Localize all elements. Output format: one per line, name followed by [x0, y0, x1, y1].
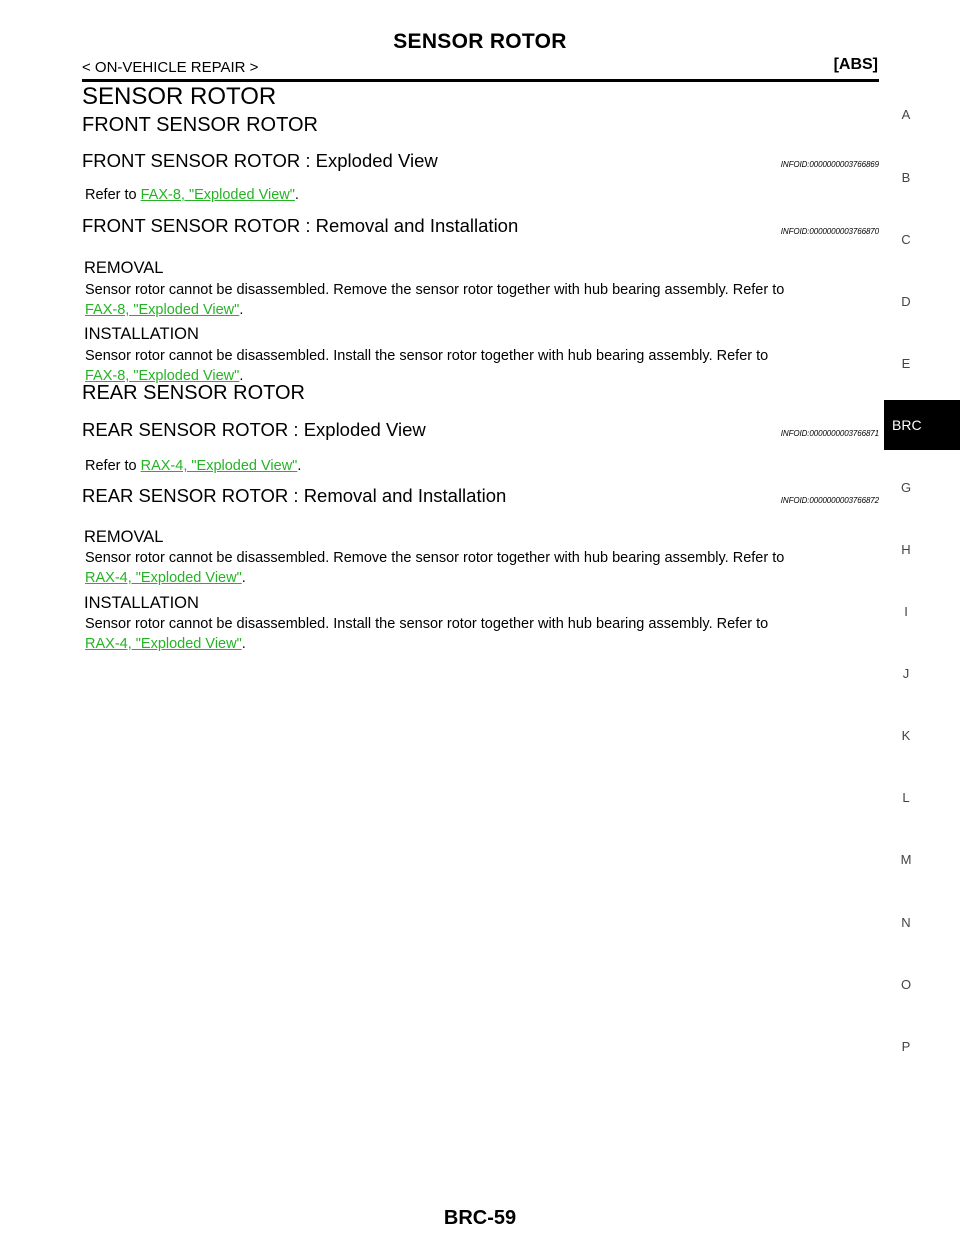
rear-removal-heading: REMOVAL	[84, 528, 164, 546]
side-index-m[interactable]: M	[900, 852, 912, 867]
side-index-a[interactable]: A	[901, 107, 911, 122]
side-index-g[interactable]: G	[900, 480, 912, 495]
front-section-heading: FRONT SENSOR ROTOR	[82, 114, 318, 136]
text-suffix: .	[241, 636, 246, 652]
front-exploded-title: FRONT SENSOR ROTOR : Exploded View	[82, 150, 438, 171]
installation-text: Sensor rotor cannot be disassembled. Ins…	[85, 348, 769, 364]
front-exploded-link[interactable]: FAX-8, "Exploded View"	[140, 187, 295, 203]
side-index-k[interactable]: K	[901, 728, 911, 743]
side-index-i[interactable]: I	[904, 604, 908, 619]
front-installation-heading: INSTALLATION	[84, 325, 199, 343]
side-index-c[interactable]: C	[901, 232, 911, 247]
rear-installation-text: Sensor rotor cannot be disassembled. Ins…	[85, 614, 879, 654]
side-index-o[interactable]: O	[900, 977, 912, 992]
side-index-e[interactable]: E	[901, 356, 911, 371]
side-index-p[interactable]: P	[901, 1039, 911, 1054]
rear-removal-link[interactable]: RAX-4, "Exploded View"	[85, 570, 242, 586]
side-index-h[interactable]: H	[901, 542, 911, 557]
side-index-l[interactable]: L	[902, 790, 910, 805]
front-exploded-text: Refer to FAX-8, "Exploded View".	[85, 185, 879, 205]
rear-removal-text: Sensor rotor cannot be disassembled. Rem…	[85, 548, 879, 588]
text-suffix: .	[294, 187, 299, 203]
removal-text: Sensor rotor cannot be disassembled. Rem…	[85, 550, 785, 566]
front-removal-installation-infoid: INFOID:0000000003766870	[780, 227, 879, 236]
rear-exploded-title: REAR SENSOR ROTOR : Exploded View	[82, 419, 426, 440]
section-breadcrumb: < ON-VEHICLE REPAIR >	[82, 59, 259, 76]
front-installation-text: Sensor rotor cannot be disassembled. Ins…	[85, 346, 879, 386]
text-suffix: .	[297, 458, 302, 474]
main-title: SENSOR ROTOR	[82, 83, 277, 110]
front-removal-text: Sensor rotor cannot be disassembled. Rem…	[85, 280, 879, 320]
front-removal-link[interactable]: FAX-8, "Exploded View"	[85, 302, 240, 318]
text-prefix: Refer to	[85, 458, 141, 474]
text-prefix: Refer to	[85, 187, 141, 203]
text-suffix: .	[241, 570, 246, 586]
side-index-b[interactable]: B	[901, 170, 911, 185]
side-index-n[interactable]: N	[901, 915, 911, 930]
front-installation-link[interactable]: FAX-8, "Exploded View"	[85, 368, 240, 384]
rear-removal-installation-infoid: INFOID:0000000003766872	[780, 496, 879, 505]
rear-installation-link[interactable]: RAX-4, "Exploded View"	[85, 636, 242, 652]
header-divider	[82, 79, 879, 82]
side-index-d[interactable]: D	[901, 294, 911, 309]
page-number: BRC-59	[443, 1207, 517, 1229]
side-index-j[interactable]: J	[902, 666, 910, 681]
front-removal-heading: REMOVAL	[84, 259, 164, 277]
rear-installation-heading: INSTALLATION	[84, 594, 199, 612]
text-suffix: .	[239, 368, 244, 384]
rear-removal-installation-title: REAR SENSOR ROTOR : Removal and Installa…	[82, 485, 507, 506]
rear-exploded-text: Refer to RAX-4, "Exploded View".	[85, 456, 879, 476]
system-label: [ABS]	[833, 56, 878, 73]
removal-text: Sensor rotor cannot be disassembled. Rem…	[85, 282, 785, 298]
front-exploded-infoid: INFOID:0000000003766869	[780, 160, 879, 169]
installation-text: Sensor rotor cannot be disassembled. Ins…	[85, 616, 769, 632]
rear-exploded-link[interactable]: RAX-4, "Exploded View"	[140, 458, 298, 474]
side-index-active-tab[interactable]: BRC	[884, 400, 960, 450]
text-suffix: .	[239, 302, 244, 318]
front-removal-installation-title: FRONT SENSOR ROTOR : Removal and Install…	[82, 215, 519, 236]
page-title: SENSOR ROTOR	[393, 30, 567, 53]
rear-section-heading: REAR SENSOR ROTOR	[82, 382, 305, 404]
rear-exploded-infoid: INFOID:0000000003766871	[780, 429, 879, 438]
